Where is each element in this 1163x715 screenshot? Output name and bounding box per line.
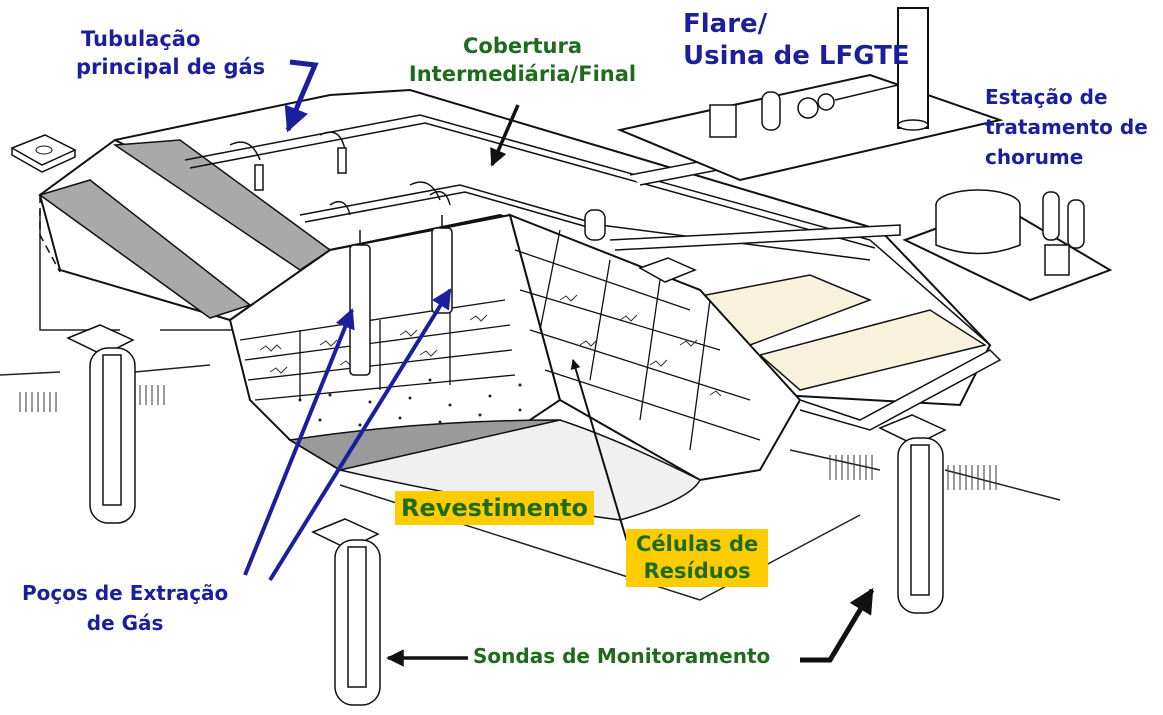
label-gas-wells: Poços de Extração de Gás: [22, 578, 228, 638]
label-leachate-line2: tratamento de: [985, 115, 1148, 139]
label-cover-line1: Cobertura: [463, 34, 582, 58]
cells-arrow: [570, 359, 629, 546]
wells-arrow-2: [268, 288, 452, 582]
collector-pipe-right: [799, 349, 1002, 431]
ground-hatching-right: [829, 455, 997, 490]
label-flare: Flare/ Usina de LFGTE: [683, 8, 910, 72]
monitoring-probe-center: [311, 518, 381, 706]
label-gas-wells-line1: Poços de Extração: [22, 581, 229, 605]
label-flare-line1: Flare/: [683, 9, 768, 39]
label-cover-line2: Intermediária/Final: [408, 62, 637, 86]
monitoring-probe-left: [66, 324, 136, 524]
label-monitoring-probes: Sondas de Monitoramento: [473, 644, 771, 668]
label-gas-wells-line2: de Gás: [86, 611, 164, 635]
waste-cells-left: [239, 299, 516, 401]
label-leachate-line3: chorume: [985, 145, 1084, 169]
label-flare-line2: Usina de LFGTE: [683, 41, 910, 71]
flare-control-panel: [709, 104, 737, 138]
cover-strip-cream-2: [758, 309, 987, 391]
label-cover: Cobertura Intermediária/Final: [370, 32, 675, 88]
cover-label-arrow: [490, 104, 520, 167]
waste-dots: [298, 378, 522, 427]
pipe-valves: [254, 147, 606, 241]
label-leachate-station: Estação de tratamento de chorume: [985, 82, 1148, 172]
label-leachate-line1: Estação de: [985, 85, 1108, 109]
monitoring-box-cutaway: [638, 257, 697, 283]
probes-arrow-right: [800, 587, 875, 663]
label-waste-cells-line1: Células de: [636, 532, 759, 556]
ground-hatching-left: [19, 385, 165, 412]
label-waste-cells: Células de Resíduos: [626, 529, 769, 587]
wells-arrow-1: [243, 308, 355, 576]
label-main-gas-pipe-line1: Tubulação: [81, 27, 201, 51]
label-main-gas-pipe-line2: principal de gás: [76, 55, 266, 79]
landfill-left-slope-base: [39, 195, 61, 273]
flare-platform: [616, 73, 1004, 182]
label-waste-cells-line2: Resíduos: [643, 559, 751, 583]
monitoring-probe-right: [878, 414, 947, 614]
label-liner: Revestimento: [395, 491, 594, 525]
label-main-gas-pipe: Tubulação principal de gás: [76, 25, 265, 81]
pipe-to-leachate: [609, 224, 901, 251]
pipe-label-arrow: [284, 59, 319, 133]
cutaway-right-face: [508, 213, 802, 482]
